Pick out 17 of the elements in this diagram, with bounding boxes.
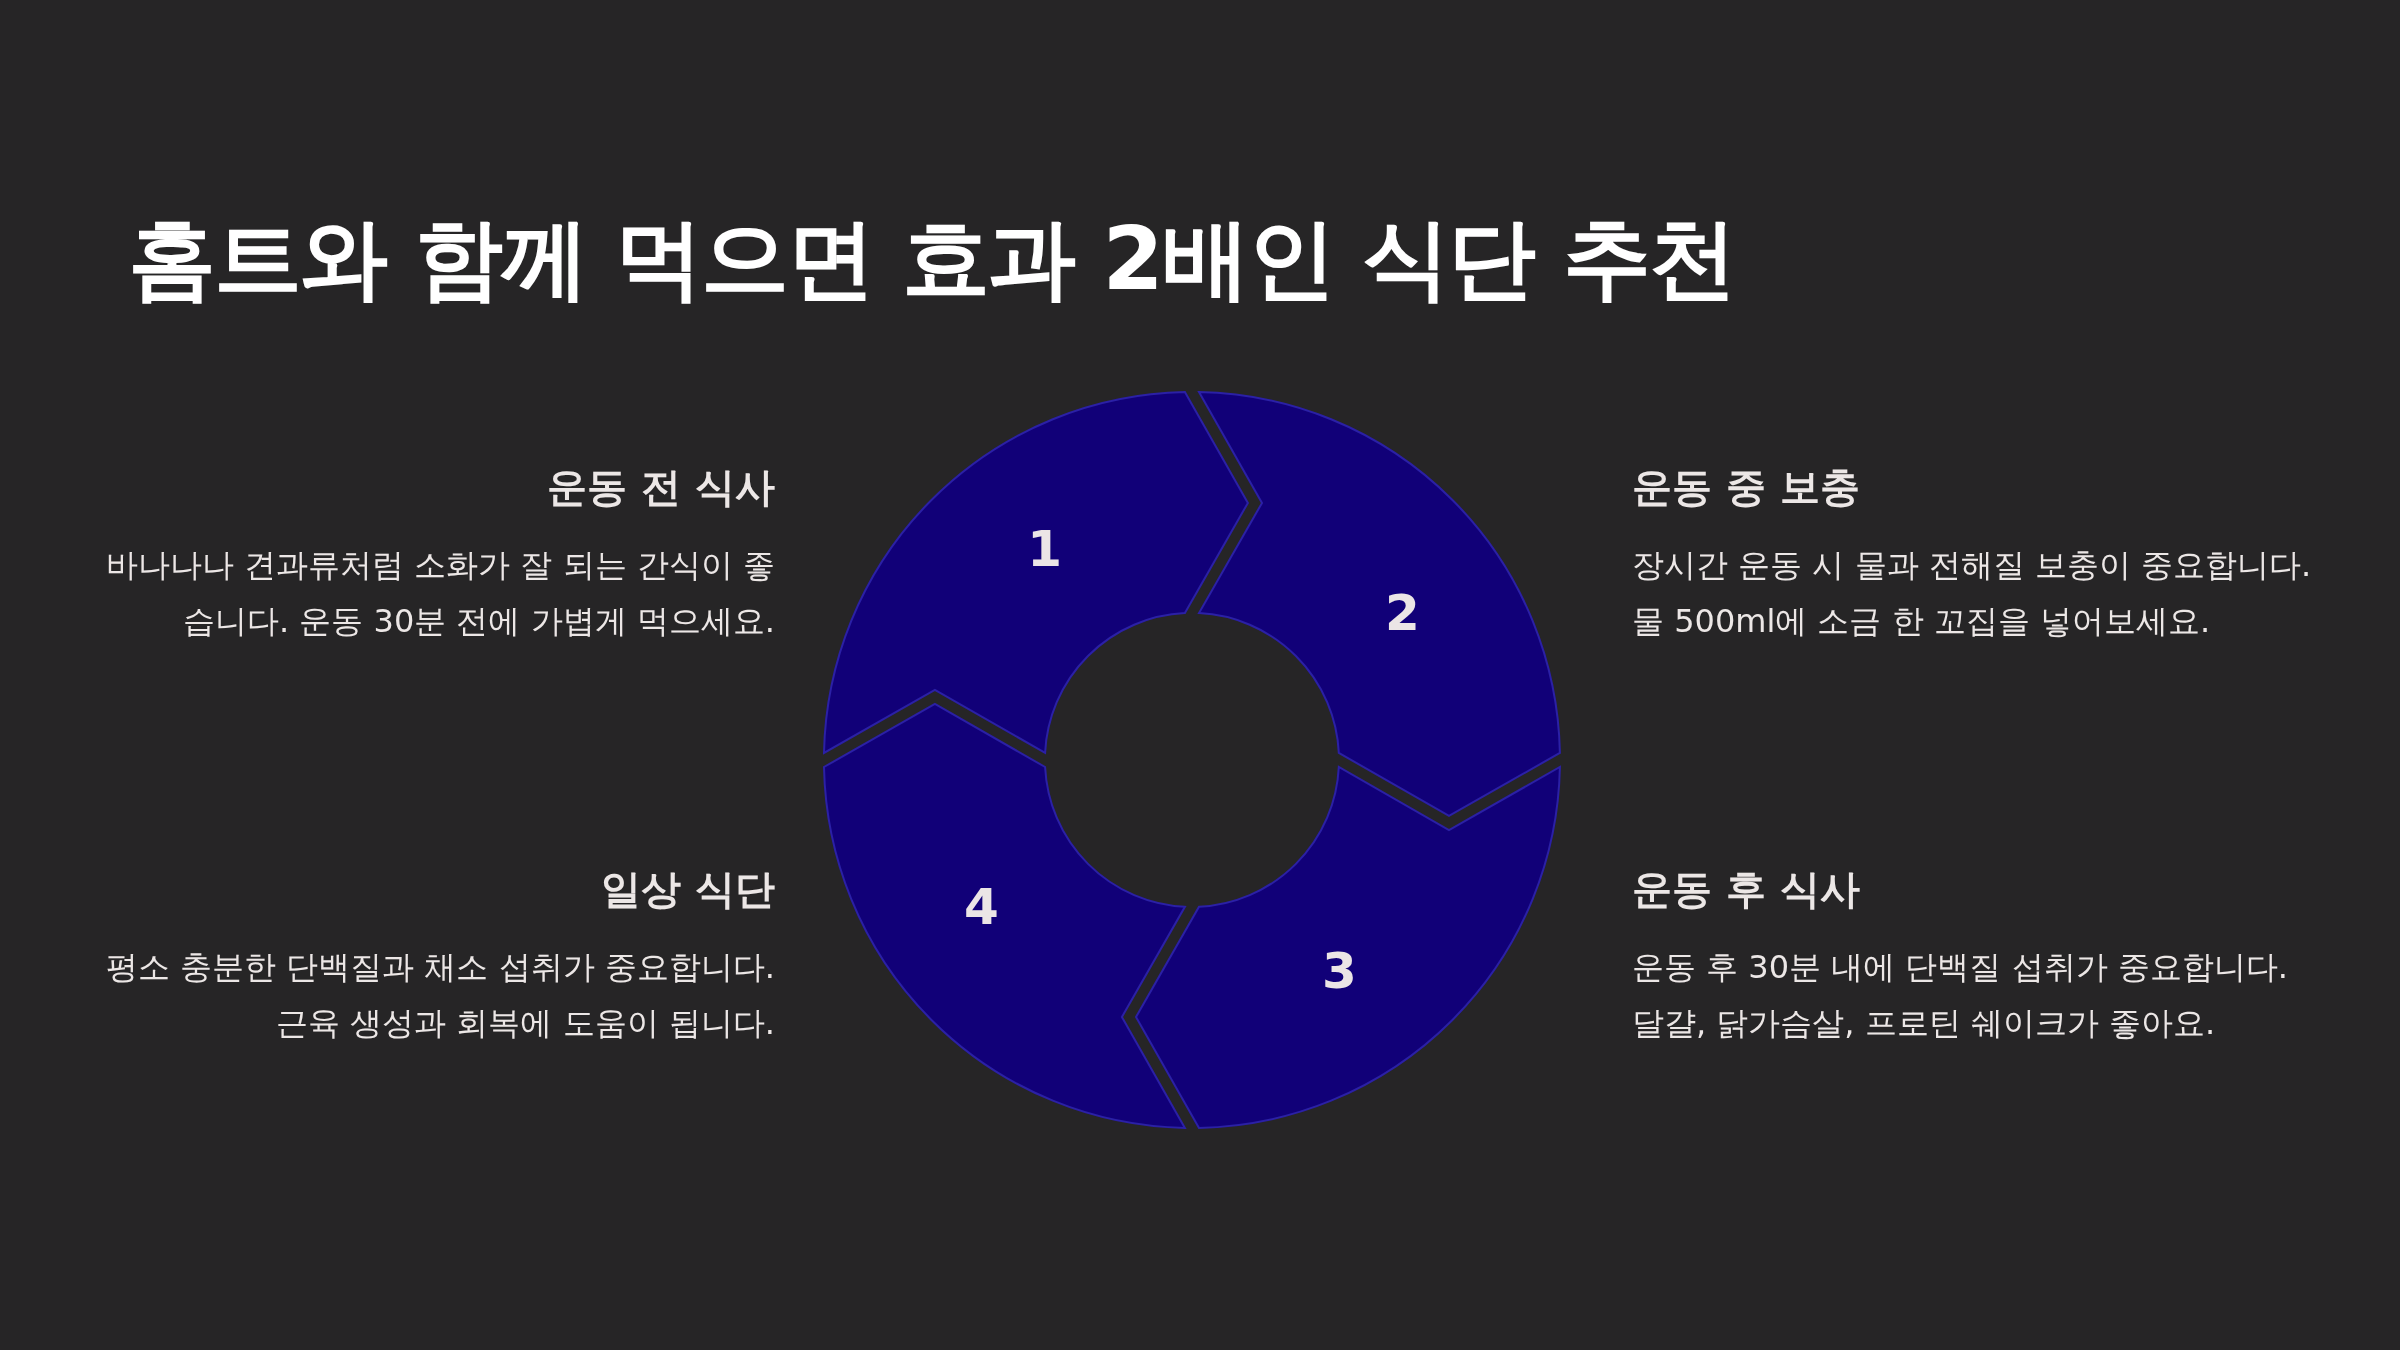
title: 홈트와 함께 먹으면 효과 2배인 식단 추천 [128,206,1736,312]
arrow-segment [822,390,1250,755]
arrow-segment [1134,765,1562,1130]
section-description: 장시간 운동 시 물과 전해질 보충이 중요합니다. 물 500ml에 소금 한 꼬집을 넣어보세요. [1632,545,2312,642]
step-number: 3 [1322,945,1357,996]
section-description: 평소 충분한 단백질과 채소 섭취가 중요합니다. 근육 생성과 회복에 도움이 됩니다. [104,947,775,1044]
arrow-segment [1197,390,1562,818]
section-description: 바나나나 견과류처럼 소화가 잘 되는 간식이 좋습니다. 운동 30분 전에 가볍게 먹으세요. [104,545,775,642]
section-heading: 일상 식단 [600,865,775,914]
section-heading: 운동 중 보충 [1632,463,1861,512]
section-heading: 운동 후 식사 [1632,865,1861,914]
section-description: 운동 후 30분 내에 단백질 섭취가 중요합니다. 달걀, 닭가슴살, 프로틴 쉐이크가 좋아요. [1632,947,2289,1044]
step-number: 2 [1385,587,1420,638]
step-number: 1 [1027,524,1062,575]
arrow-segment [822,702,1187,1130]
step-number: 4 [964,882,999,933]
section-heading: 운동 전 식사 [546,463,775,512]
